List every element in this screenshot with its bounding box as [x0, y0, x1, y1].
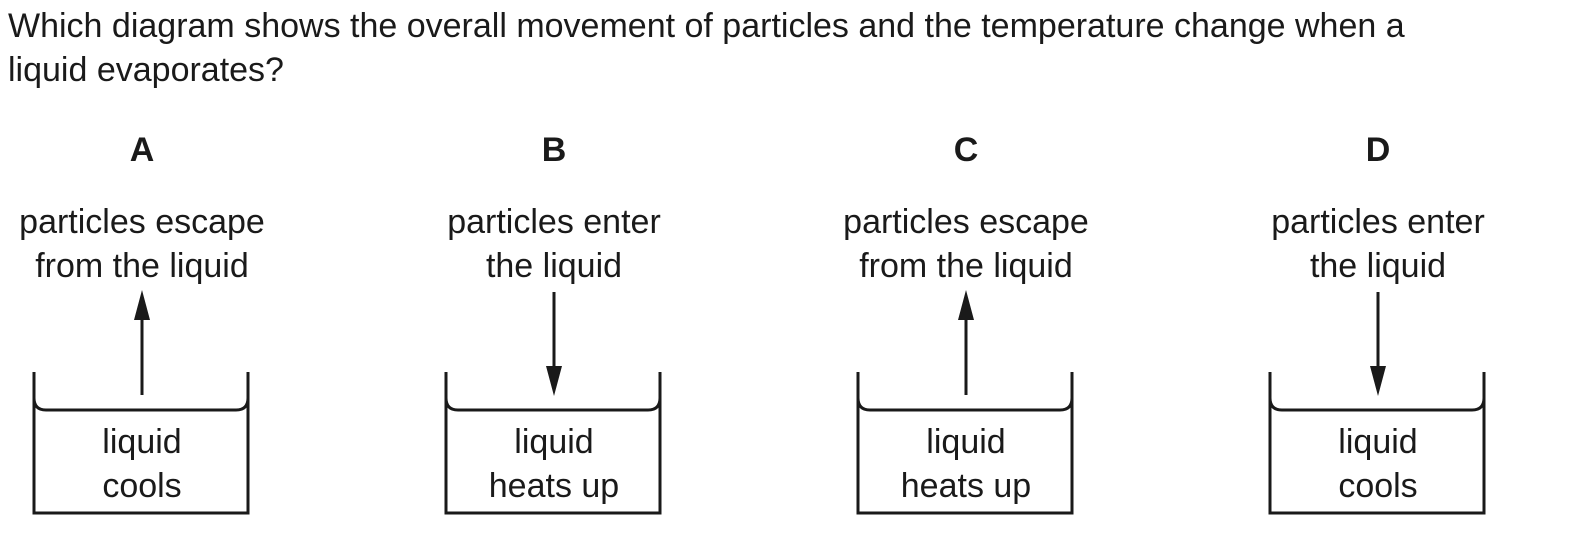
question-text: Which diagram shows the overall movement…: [8, 4, 1568, 92]
particle-movement-line-1: particles escape: [19, 203, 265, 241]
particle-movement-line-2: from the liquid: [859, 247, 1073, 285]
beaker-diagram: [1268, 292, 1486, 515]
particle-movement-line-2: the liquid: [1309, 247, 1447, 285]
liquid-line-2: heats up: [488, 467, 620, 505]
beaker-icon: [444, 372, 662, 515]
beaker-icon: [856, 372, 1074, 515]
option-a[interactable]: A particles escape from the liquid liqui…: [0, 120, 292, 530]
question-line-2: liquid evaporates?: [8, 51, 284, 89]
particle-movement-line-1: particles enter: [1271, 203, 1485, 241]
particle-movement-line-1: particles escape: [843, 203, 1089, 241]
beaker-diagram: [444, 292, 662, 515]
liquid-temperature-label: liquid heats up: [404, 420, 704, 508]
beaker-diagram: [32, 290, 250, 515]
liquid-line-1: liquid: [926, 423, 1006, 461]
option-letter: C: [953, 131, 979, 169]
beaker-icon: [1268, 372, 1486, 515]
option-b[interactable]: B particles enter the liquid liquid heat…: [404, 120, 704, 530]
option-letter: A: [129, 131, 155, 169]
option-c[interactable]: C particles escape from the liquid liqui…: [816, 120, 1116, 530]
liquid-line-1: liquid: [514, 423, 594, 461]
liquid-temperature-label: liquid cools: [0, 420, 292, 508]
down-arrow-icon: [546, 292, 562, 396]
option-letter: B: [541, 131, 567, 169]
particle-movement-line-2: the liquid: [485, 247, 623, 285]
question-line-1: Which diagram shows the overall movement…: [8, 7, 1405, 45]
liquid-temperature-label: liquid cools: [1228, 420, 1528, 508]
liquid-line-2: heats up: [900, 467, 1032, 505]
option-letter: D: [1365, 131, 1391, 169]
particle-movement-line-2: from the liquid: [35, 247, 249, 285]
liquid-line-1: liquid: [102, 423, 182, 461]
particle-movement-line-1: particles enter: [447, 203, 661, 241]
particle-movement-label: particles escape from the liquid: [816, 200, 1116, 288]
up-arrow-icon: [134, 290, 150, 395]
particle-movement-label: particles enter the liquid: [404, 200, 704, 288]
option-d[interactable]: D particles enter the liquid liquid cool…: [1228, 120, 1528, 530]
up-arrow-icon: [958, 290, 974, 395]
particle-movement-label: particles escape from the liquid: [0, 200, 292, 288]
particle-movement-label: particles enter the liquid: [1228, 200, 1528, 288]
liquid-line-1: liquid: [1338, 423, 1418, 461]
down-arrow-icon: [1370, 292, 1386, 396]
liquid-line-2: cools: [102, 467, 182, 505]
beaker-icon: [32, 372, 250, 515]
beaker-diagram: [856, 290, 1074, 515]
liquid-line-2: cools: [1338, 467, 1418, 505]
liquid-temperature-label: liquid heats up: [816, 420, 1116, 508]
